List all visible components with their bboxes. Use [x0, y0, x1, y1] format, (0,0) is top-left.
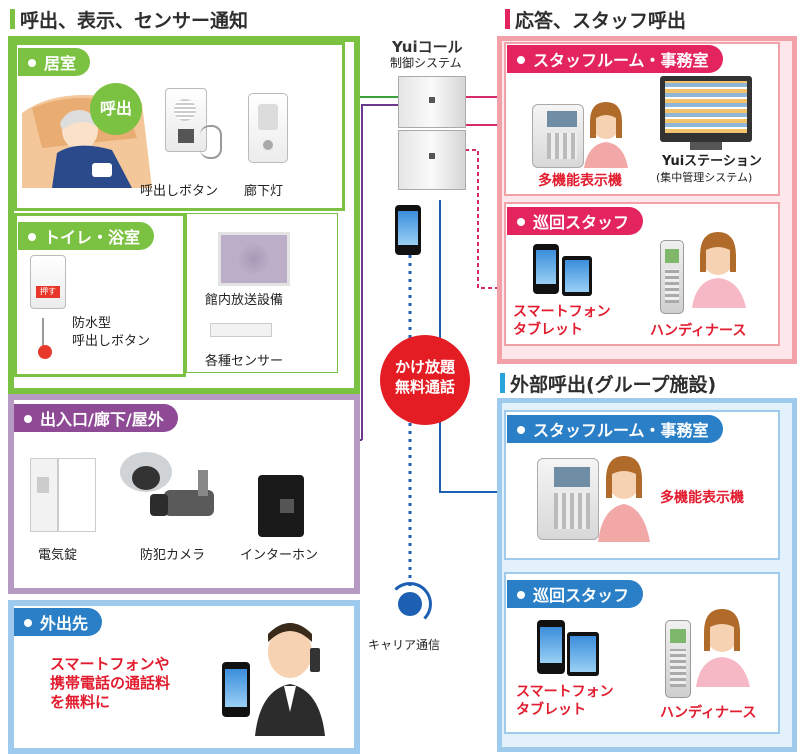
security-camera-device — [112, 450, 222, 530]
patrol-tablet-icon — [562, 256, 592, 296]
outside-tab-label: 外出先 — [40, 614, 89, 633]
outside-tab: 外出先 — [14, 608, 103, 636]
patrol-woman-illustration — [688, 228, 750, 308]
free-call-badge: かけ放題 無料通話 — [380, 335, 470, 425]
controller-unit-top — [398, 76, 466, 128]
outside-smartphone-icon — [222, 662, 250, 717]
entrance-tab-label: 出入口/廊下/屋外 — [40, 410, 164, 429]
bullet-icon — [517, 590, 525, 599]
call-button-cord — [200, 125, 222, 159]
staff-room-tab: スタッフルーム・事務室 — [507, 45, 723, 73]
camera-label: 防犯カメラ — [140, 548, 206, 563]
speaker-device — [218, 232, 290, 286]
outside-text-line2: 携帯電話の通話料 — [50, 673, 171, 692]
outside-text-line3: を無料に — [50, 692, 111, 711]
ext-patrol-tablet-label: タブレット — [516, 701, 586, 718]
waterproof-cord — [42, 318, 54, 350]
ext-handy-nurse-device — [665, 620, 691, 698]
ext-patrol-tab-label: 巡回スタッフ — [533, 586, 630, 605]
toilet-tab: トイレ・浴室 — [18, 222, 155, 250]
sensor-device — [210, 323, 272, 337]
resident-illustration — [22, 78, 162, 188]
call-button-label: 呼出しボタン — [140, 184, 219, 199]
ext-handy-nurse-label: ハンディナース — [660, 705, 757, 721]
outside-text: スマートフォンや 携帯電話の通話料 を無料に — [50, 655, 170, 711]
patrol-tablet-label: タブレット — [513, 321, 583, 338]
free-call-line2: 無料通話 — [394, 378, 455, 397]
bullet-icon — [28, 232, 36, 241]
staff-room-tab-label: スタッフルーム・事務室 — [533, 51, 709, 70]
button-tag: 押す — [36, 286, 60, 298]
toilet-tab-label: トイレ・浴室 — [44, 228, 141, 247]
monitor-stand — [690, 142, 722, 150]
station-monitor — [660, 76, 752, 142]
ext-display-phone-device — [537, 458, 599, 540]
section-title-call-display: 呼出、表示、センサー通知 — [10, 6, 248, 33]
bullet-icon — [517, 217, 525, 226]
patrol-tab-label: 巡回スタッフ — [533, 213, 630, 232]
patrol-smartphone-icon — [533, 244, 559, 294]
controller-brand: Yuiコール — [392, 38, 463, 56]
ext-patrol-smartphone-icon — [537, 620, 565, 674]
ext-staff-woman-illustration — [594, 452, 652, 542]
controller-label: 制御システム — [390, 56, 462, 70]
bullet-icon — [24, 618, 32, 627]
call-bubble: 呼出 — [90, 83, 142, 135]
staff-woman-illustration — [580, 98, 632, 168]
waterproof-label-line1: 防水型 — [72, 316, 112, 331]
carrier-label: キャリア通信 — [368, 638, 441, 652]
call-button-device — [165, 88, 207, 152]
ext-display-phone-label: 多機能表示機 — [660, 490, 744, 506]
ext-patrol-tab: 巡回スタッフ — [507, 580, 644, 608]
patrol-tab: 巡回スタッフ — [507, 207, 644, 235]
smartphone-icon — [395, 205, 421, 255]
waterproof-button-label: 防水型 呼出しボタン — [72, 315, 150, 350]
bullet-icon — [517, 425, 525, 434]
corridor-lamp-device — [248, 93, 288, 163]
handy-nurse-label: ハンディナース — [650, 323, 747, 339]
corridor-lamp-label: 廊下灯 — [244, 184, 284, 199]
bullet-icon — [24, 414, 32, 423]
ext-patrol-tablet-icon — [567, 632, 599, 676]
free-call-line1: かけ放題 — [394, 358, 455, 376]
outside-text-line1: スマートフォンや — [50, 655, 170, 673]
ext-patrol-devices-label: スマートフォン タブレット — [516, 684, 614, 719]
sensors-label: 各種センサー — [205, 354, 284, 369]
bullet-icon — [517, 55, 525, 64]
display-phone-device — [532, 104, 584, 168]
controller-unit-bottom — [398, 130, 466, 190]
intercom-device — [258, 475, 304, 537]
electric-lock-device — [30, 458, 96, 532]
electric-lock-label: 電気錠 — [38, 548, 78, 563]
handy-nurse-device — [660, 240, 684, 314]
carrier-wave-icon — [388, 582, 432, 626]
businessman-illustration — [250, 612, 330, 736]
pull-ball-icon — [38, 345, 52, 359]
section-title-response: 応答、スタッフ呼出 — [505, 6, 686, 33]
display-phone-label: 多機能表示機 — [538, 173, 622, 189]
patrol-smartphone-label: スマートフォン — [513, 304, 611, 320]
ext-patrol-smartphone-label: スマートフォン — [516, 684, 614, 700]
station-label: Yuiステーション — [662, 154, 762, 169]
ext-patrol-woman-illustration — [692, 605, 754, 687]
waterproof-label-line2: 呼出しボタン — [72, 333, 151, 349]
ext-staff-room-tab: スタッフルーム・事務室 — [507, 415, 723, 443]
intercom-label: インターホン — [240, 548, 319, 563]
line-entrance — [361, 104, 400, 440]
ext-staff-room-tab-label: スタッフルーム・事務室 — [533, 421, 709, 440]
entrance-tab: 出入口/廊下/屋外 — [14, 404, 178, 432]
waterproof-button-device: 押す — [30, 255, 66, 309]
room-tab: 居室 — [18, 48, 91, 76]
patrol-devices-label: スマートフォン タブレット — [513, 304, 611, 339]
room-tab-label: 居室 — [44, 54, 77, 73]
station-sub-label: (集中管理システム) — [656, 171, 753, 184]
section-title-external: 外部呼出(グループ施設) — [500, 370, 716, 397]
bullet-icon — [28, 58, 36, 67]
broadcast-label: 館内放送設備 — [205, 293, 284, 308]
